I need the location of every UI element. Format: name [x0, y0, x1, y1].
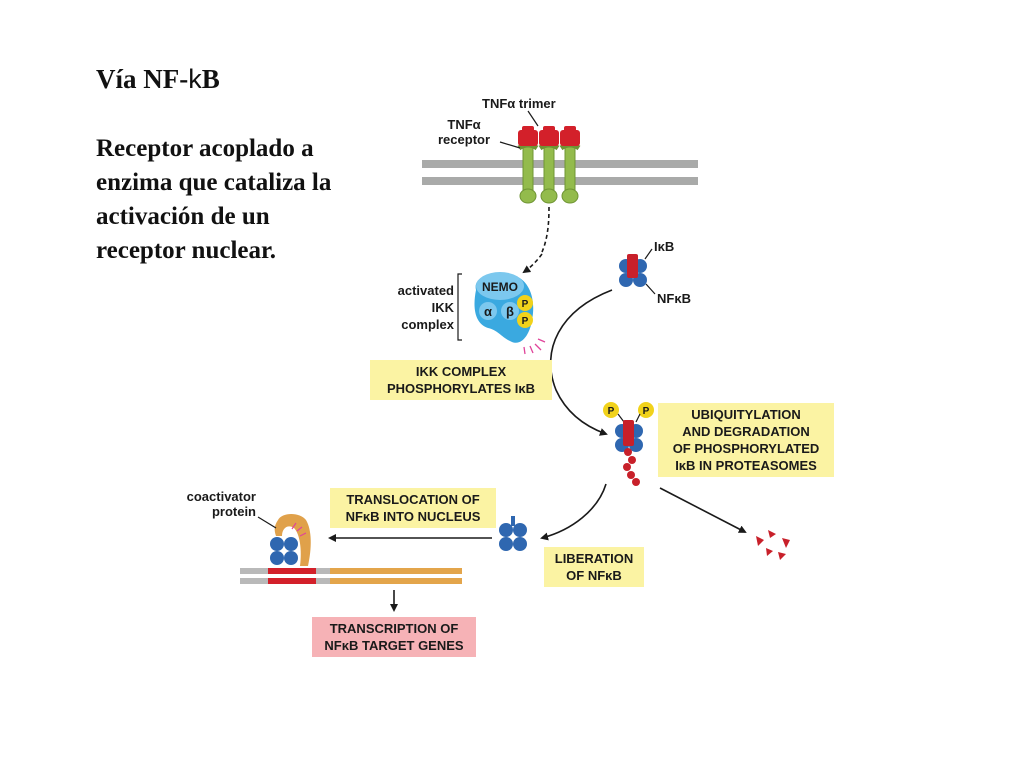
coactivator-leader: [257, 516, 277, 529]
signal-arrow-2: [522, 253, 543, 274]
liberation-arrow: [540, 483, 607, 541]
tnf-receptor-leader: [499, 141, 521, 149]
nfkb-leader: [645, 283, 656, 295]
nemo-label: NEMO: [482, 280, 518, 294]
activated-ikk-label: activated IKK complex: [378, 282, 454, 333]
nfkb-label: NFκB: [657, 291, 691, 306]
kinase-activity-icon: [523, 338, 546, 355]
free-nfkb: [499, 516, 527, 551]
activated-ikk-line: complex: [401, 317, 454, 332]
tnf-receptor-label-line: TNFα: [447, 117, 481, 132]
box-line: NFκB INTO NUCLEUS: [345, 509, 481, 524]
degradation-arrow: [659, 487, 747, 533]
ikb-nfkb-complex: [619, 254, 647, 287]
box-line: TRANSLOCATION OF: [346, 492, 480, 507]
signal-arrow-1: [541, 206, 550, 253]
phosphate-icon: [517, 295, 533, 311]
slide-title: Vía NF-kB: [96, 64, 220, 95]
box-line: OF NFκB: [566, 568, 622, 583]
coactivator-line: protein: [211, 504, 256, 519]
box-line: IκB IN PROTEASOMES: [675, 458, 817, 473]
box-line: LIBERATION: [554, 551, 634, 566]
cell-membrane: [422, 160, 698, 185]
description-line: enzima que cataliza la: [96, 169, 332, 196]
phospho-label: P: [522, 316, 529, 327]
box-line: AND DEGRADATION: [682, 424, 810, 439]
coactivator-label: coactivator protein: [168, 489, 256, 519]
tnf-trimer: [518, 126, 580, 146]
slide-description: Receptor acoplado a enzima que cataliza …: [96, 132, 396, 268]
tnf-receptor-label: TNFα receptor: [438, 117, 490, 147]
ikk-bracket: [457, 273, 462, 341]
tnf-trimer-label: TNFα trimer: [482, 96, 556, 111]
liberation-box: LIBERATION OF NFκB: [544, 547, 644, 587]
box-line: UBIQUITYLATION: [691, 407, 801, 422]
phosphorylation-arrow: [549, 289, 613, 436]
title-prefix: Vía NF-: [96, 64, 189, 94]
phospho-label: P: [608, 406, 615, 417]
alpha-label: α: [484, 304, 492, 319]
bound-nfkb: [270, 537, 298, 565]
coactivator-protein: [274, 514, 311, 566]
ubiquitylation-box: UBIQUITYLATION AND DEGRADATION OF PHOSPH…: [658, 403, 834, 477]
beta-label: β: [506, 304, 514, 319]
phospho-label: P: [643, 406, 650, 417]
tnf-trimer-leader: [527, 110, 539, 127]
translocation-box: TRANSLOCATION OF NFκB INTO NUCLEUS: [330, 488, 496, 528]
description-line: activación de un: [96, 203, 270, 230]
ubiquitin-chain-icon: [623, 448, 640, 486]
tnf-receptor-label-line: receptor: [438, 132, 491, 147]
tnf-receptor-complex: [517, 142, 581, 204]
box-line: NFκB TARGET GENES: [324, 638, 464, 653]
box-line: TRANSCRIPTION OF: [329, 621, 459, 636]
coactivator-activity-icon: [291, 522, 307, 537]
title-kappa: k: [188, 64, 202, 94]
description-line: Receptor acoplado a: [96, 135, 314, 162]
dna-strand: [240, 568, 462, 584]
degraded-ikb-fragments-icon: [756, 530, 790, 560]
box-line: PHOSPHORYLATES IκB: [386, 381, 536, 396]
activated-ikk-line: activated: [397, 283, 454, 298]
phospho-label: P: [522, 299, 529, 310]
title-suffix: B: [201, 64, 220, 94]
phosphorylated-ikb-complex: [603, 402, 654, 486]
ikb-label: IκB: [654, 239, 675, 254]
box-line: OF PHOSPHORYLATED: [672, 441, 820, 456]
ikk-complex: [474, 272, 546, 355]
phosphate-icon: [517, 312, 533, 328]
activated-ikk-line: IKK: [431, 300, 454, 315]
box-line: IKK COMPLEX: [415, 364, 507, 379]
transcription-box: TRANSCRIPTION OF NFκB TARGET GENES: [312, 617, 476, 657]
coactivator-line: coactivator: [186, 489, 256, 504]
description-line: receptor nuclear.: [96, 237, 277, 264]
ikk-phosphorylates-box: IKK COMPLEX PHOSPHORYLATES IκB: [370, 360, 552, 400]
ikb-leader: [644, 248, 653, 260]
